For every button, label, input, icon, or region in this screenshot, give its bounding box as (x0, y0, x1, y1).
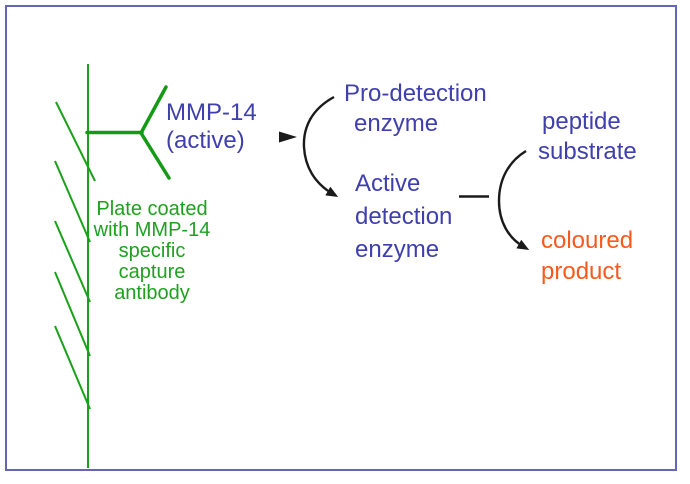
label-line: peptide (542, 108, 621, 135)
label-line: specific (118, 240, 186, 262)
label-line: substrate (538, 138, 637, 165)
active-detection-enzyme-label: Active detection enzyme (355, 167, 452, 266)
label-line: capture (118, 261, 186, 283)
label-line: MMP-14 (166, 99, 257, 126)
coloured-product-label: coloured product (541, 225, 633, 287)
label-line: enzyme (355, 236, 440, 263)
label-line: with MMP-14 (93, 219, 211, 241)
label-line: Active (355, 170, 421, 197)
pro-detection-enzyme-label: Pro-detection enzyme (344, 79, 487, 139)
label-line: detection (355, 203, 453, 230)
binding-arrowhead-icon (279, 131, 297, 143)
label-line: product (541, 258, 622, 285)
label-line: antibody (114, 282, 190, 304)
conversion-arrow-icon (497, 149, 530, 250)
peptide-substrate-label: peptide substrate (538, 107, 637, 167)
plate-caption-label: Plate coated with MMP-14 specific captur… (82, 199, 222, 304)
label-line: Pro-detection (344, 80, 487, 107)
microplate-wall-icon (54, 64, 96, 468)
activation-arrow-icon (302, 95, 339, 198)
capture-antibody-icon (85, 85, 171, 180)
diagram-border (5, 5, 677, 471)
label-line: coloured (541, 227, 634, 254)
label-line: (active) (166, 127, 245, 154)
label-line: enzyme (354, 110, 439, 137)
mmp14-label: MMP-14 (active) (166, 99, 257, 155)
label-line: Plate coated (96, 198, 208, 220)
